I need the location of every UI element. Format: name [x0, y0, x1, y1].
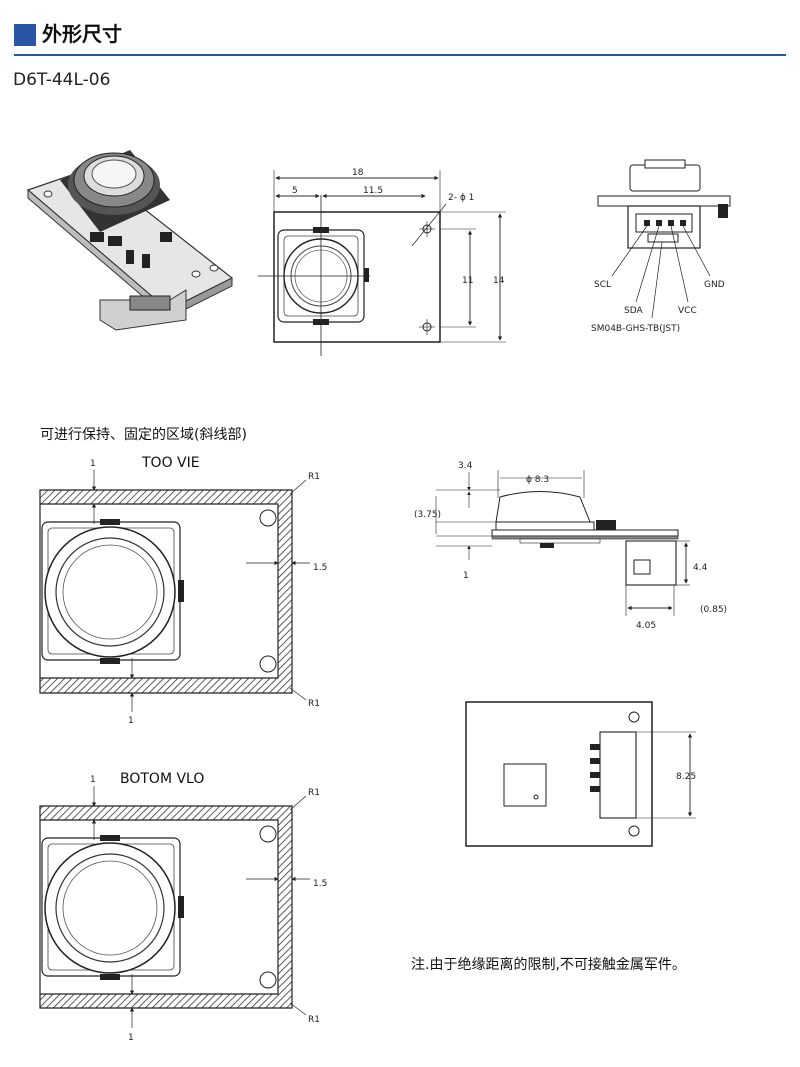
side-dim-1: 1: [463, 571, 469, 581]
pin-gnd: GND: [704, 280, 725, 290]
front-dimension-view: [258, 170, 506, 356]
dim-height-inner: 11: [462, 276, 473, 286]
side-view-drawing: [435, 470, 690, 616]
top-dim-bottom: 1: [128, 716, 134, 726]
connector-view: [597, 159, 731, 319]
bottom-dim-bottom: 1: [128, 1033, 134, 1043]
top-r-top: R1: [308, 472, 320, 482]
section-title: 外形尺寸: [42, 22, 122, 46]
top-dim-top: 1: [90, 459, 96, 469]
back-view-drawing: [465, 701, 696, 847]
side-dim-3-75: (3.75): [414, 510, 441, 520]
bottom-dim-top: 1: [90, 775, 96, 785]
top-r-bottom: R1: [308, 699, 320, 709]
dim-height: 14: [493, 276, 505, 286]
holding-region-title: 可进行保持、固定的区域(斜线部): [40, 427, 247, 443]
side-dim-3-4: 3.4: [458, 461, 473, 471]
pin-sda: SDA: [624, 306, 643, 316]
bottom-r-bottom: R1: [308, 1015, 320, 1025]
dim-width: 18: [352, 168, 364, 178]
side-dim-phi: ϕ 8.3: [526, 475, 549, 485]
side-dim-4-4: 4.4: [693, 563, 708, 573]
side-dim-0-85: (0.85): [700, 605, 727, 615]
pin-scl: SCL: [594, 280, 611, 290]
model-number: D6T-44L-06: [13, 70, 111, 90]
pin-vcc: VCC: [678, 306, 697, 316]
top-view-drawing: [39, 470, 310, 712]
bottom-view-drawing: [39, 786, 310, 1028]
bottom-view-label: BOTOM VLO: [120, 771, 205, 787]
insulation-note: 注.由于绝缘距离的限制,不可接触金属军件。: [411, 957, 686, 973]
back-dim: 8.25: [676, 772, 696, 782]
top-view-label: TOO VIE: [142, 455, 200, 471]
dim-left: 5: [292, 186, 298, 196]
sensor-3d-view: [26, 150, 234, 331]
section-marker-icon: [14, 24, 36, 46]
section-header: 外形尺寸: [14, 20, 786, 56]
top-dim-side: 1.5: [313, 563, 327, 573]
bottom-dim-side: 1.5: [313, 879, 327, 889]
side-dim-4-05: 4.05: [636, 621, 656, 631]
dim-holes: 2- ϕ 1: [448, 193, 474, 203]
connector-part: SM04B-GHS-TB(JST): [591, 324, 680, 334]
dim-right: 11.5: [363, 186, 383, 196]
bottom-r-top: R1: [308, 788, 320, 798]
